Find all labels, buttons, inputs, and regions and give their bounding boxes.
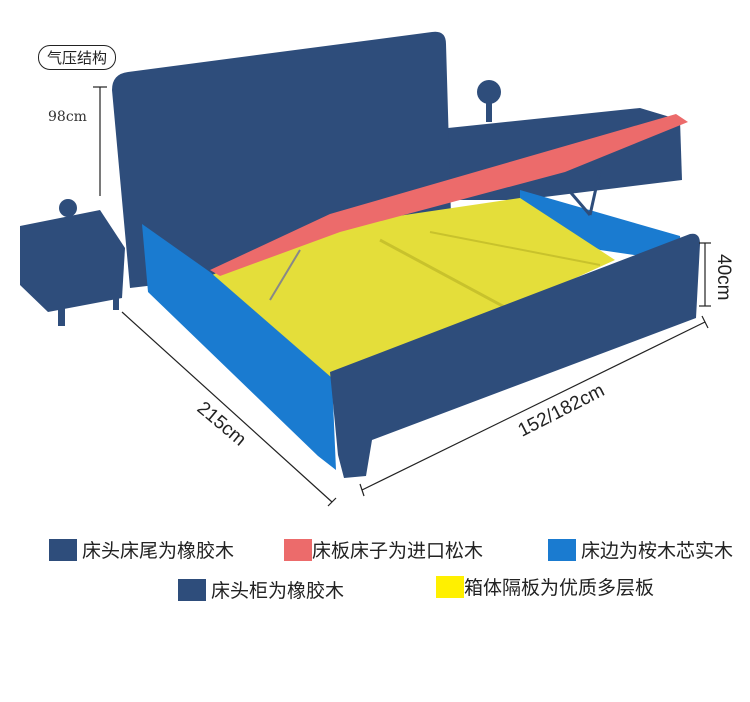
legend-swatch [178, 578, 206, 601]
legend-label: 床边为桉木芯实木 [581, 540, 734, 562]
width-label: 152/182cm [515, 380, 608, 441]
legend-label: 床头柜为橡胶木 [211, 580, 345, 602]
left-nightstand [20, 199, 125, 326]
legend-item-partitions: 箱体隔板为优质多层板 [436, 573, 654, 600]
legend-label: 床头床尾为橡胶木 [82, 540, 235, 562]
legend-item-headboard-footboard: 床头床尾为橡胶木 [49, 536, 234, 563]
legend-item-nightstand: 床头柜为橡胶木 [178, 576, 344, 603]
length-label: 215cm [193, 398, 250, 451]
left-side-rail [142, 224, 336, 470]
legend-swatch [284, 538, 312, 561]
legend-swatch [436, 575, 464, 598]
legend-swatch [49, 538, 77, 561]
dimension-lines [93, 86, 711, 507]
storage-box-interior [212, 198, 615, 385]
bed-diagram: 98cm 40cm 215cm 152/182cm [20, 31, 734, 507]
legend-label: 床板床子为进口松木 [312, 540, 484, 562]
legend-label: 箱体隔板为优质多层板 [464, 577, 655, 599]
bed-height-label: 40cm [713, 254, 734, 300]
right-side-rail [520, 190, 682, 262]
footboard [330, 233, 700, 478]
bed-slat-lid [210, 114, 688, 276]
headboard-height-label: 98cm [48, 109, 87, 125]
gas-lift-structure-tag: 气压结构 [38, 45, 117, 70]
legend-item-side-rails: 床边为桉木芯实木 [548, 536, 733, 563]
legend-swatch [548, 538, 576, 561]
legend-item-slats: 床板床子为进口松木 [284, 536, 483, 563]
